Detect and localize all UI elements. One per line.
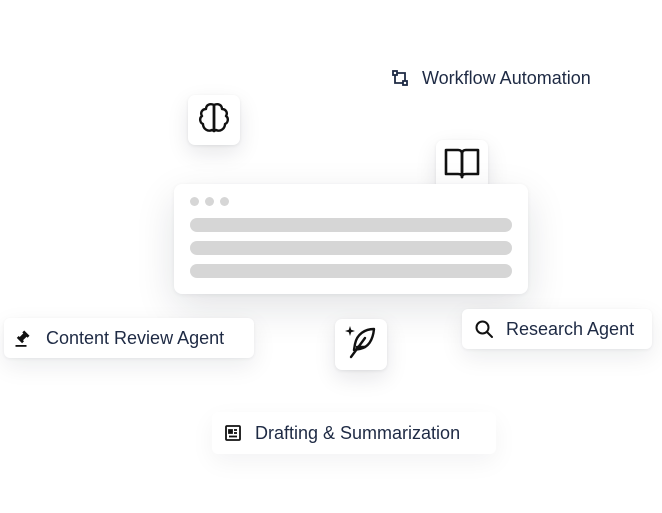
- workflow-automation-label: Workflow Automation: [386, 64, 595, 92]
- research-agent-text: Research Agent: [506, 318, 635, 339]
- placeholder-line: [190, 241, 512, 255]
- workflow-automation-text: Workflow Automation: [422, 67, 591, 88]
- research-agent-label: Research Agent: [462, 309, 652, 349]
- gavel-icon: [14, 328, 34, 348]
- book-open-icon: [443, 145, 481, 186]
- drafting-summarization-text: Drafting & Summarization: [255, 422, 461, 443]
- document-icon: [223, 423, 243, 443]
- workflow-icon: [390, 68, 410, 88]
- brain-tile: [188, 95, 240, 145]
- app-window-mockup: [174, 184, 528, 294]
- drafting-summarization-label: Drafting & Summarization: [212, 412, 496, 454]
- window-dot: [220, 197, 229, 206]
- content-review-agent-text: Content Review Agent: [46, 327, 225, 348]
- quill-sparkle-icon: [343, 324, 379, 365]
- window-dot: [205, 197, 214, 206]
- book-tile: [436, 140, 488, 190]
- brain-icon: [196, 100, 232, 141]
- placeholder-line: [190, 218, 512, 232]
- placeholder-line: [190, 264, 512, 278]
- content-review-agent-label: Content Review Agent: [4, 318, 254, 358]
- window-dot: [190, 197, 199, 206]
- search-icon: [474, 319, 494, 339]
- quill-tile: [335, 319, 387, 370]
